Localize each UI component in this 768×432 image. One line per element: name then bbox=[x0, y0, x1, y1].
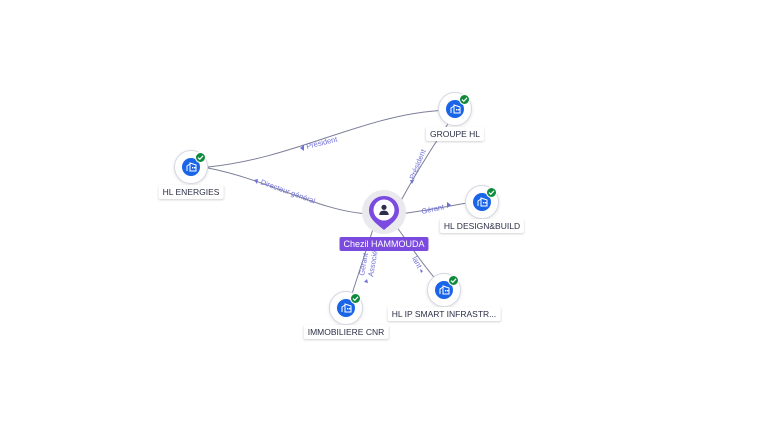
company-building-icon bbox=[435, 281, 453, 299]
arrow-immo bbox=[364, 279, 368, 283]
edge-label-directeur: Directeur général bbox=[259, 177, 316, 205]
company-node-immobiliere-cnr[interactable] bbox=[329, 291, 363, 325]
edge-person-design bbox=[399, 202, 468, 215]
verified-check-icon bbox=[448, 275, 459, 286]
edge-person-energies bbox=[207, 167, 371, 215]
verified-check-icon bbox=[486, 187, 497, 198]
edge-label-gerant-right: Gérant bbox=[421, 202, 446, 216]
edge-groupe-energies bbox=[207, 109, 456, 168]
arrow-president-top bbox=[300, 145, 304, 151]
company-label-hl-design-build[interactable]: HL DESIGN&BUILD bbox=[439, 219, 525, 233]
company-node-hl-design-build[interactable] bbox=[465, 185, 499, 219]
edge-label-president-top: Président bbox=[305, 134, 339, 151]
verified-check-icon bbox=[350, 293, 361, 304]
person-pin-icon bbox=[369, 196, 399, 230]
arrow-president-right bbox=[410, 180, 414, 184]
edge-label-president-right: Président bbox=[408, 147, 429, 181]
company-label-hl-ip-smart[interactable]: HL IP SMART INFRASTR... bbox=[387, 307, 501, 321]
company-label-groupe-hl[interactable]: GROUPE HL bbox=[425, 127, 485, 141]
company-building-icon bbox=[446, 100, 464, 118]
edge-label-associe: Associé bbox=[366, 250, 379, 277]
edge-label-gerant-down: Gérant bbox=[357, 251, 370, 276]
company-node-hl-ip-smart[interactable] bbox=[427, 273, 461, 307]
person-node[interactable] bbox=[362, 190, 406, 234]
company-node-hl-energies[interactable] bbox=[174, 150, 208, 184]
company-node-groupe-hl[interactable] bbox=[438, 92, 472, 126]
company-label-hl-energies[interactable]: HL ENERGIES bbox=[158, 185, 224, 199]
verified-check-icon bbox=[195, 152, 206, 163]
arrow-gerant-right bbox=[447, 202, 451, 208]
arrow-directeur bbox=[254, 179, 258, 184]
company-building-icon bbox=[182, 158, 200, 176]
company-building-icon bbox=[337, 299, 355, 317]
verified-check-icon bbox=[459, 94, 470, 105]
person-name-label[interactable]: Chezil HAMMOUDA bbox=[339, 237, 429, 251]
company-building-icon bbox=[473, 193, 491, 211]
edge-label-ip: lant bbox=[410, 255, 424, 271]
arrow-ip bbox=[420, 269, 423, 273]
company-label-immobiliere-cnr[interactable]: IMMOBILIERE CNR bbox=[303, 325, 389, 339]
